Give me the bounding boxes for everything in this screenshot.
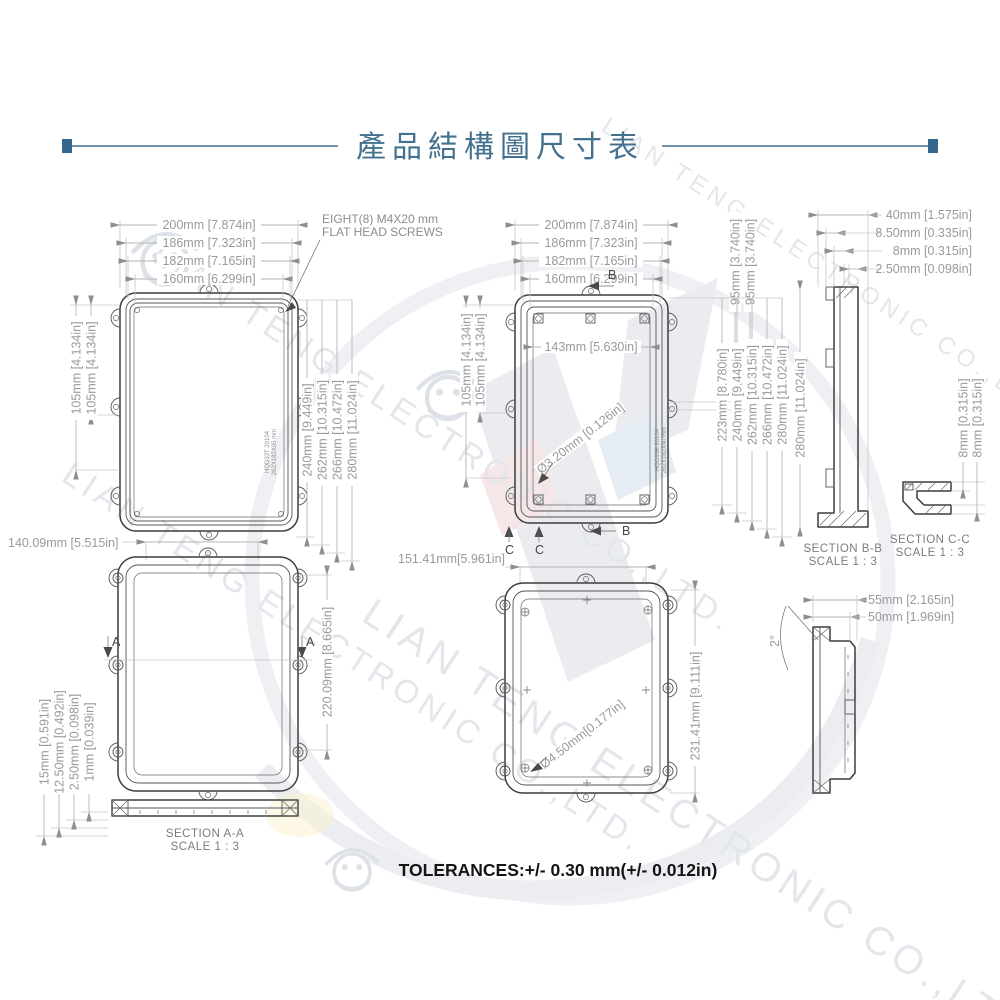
view-section-cc: 8mm [0.315in] 8mm [0.315in] SECTION C-C … xyxy=(890,374,985,559)
dim-label: 262mm [10.315in] xyxy=(746,345,760,445)
dim-label: 105mm [4.134in] xyxy=(460,313,474,406)
dim-label: 186mm [7.323in] xyxy=(162,236,255,250)
section-label: SECTION A-A xyxy=(166,828,244,840)
dim-label: 140.09mm [5.515in] xyxy=(8,536,119,550)
part-size: 262X182X40 mm xyxy=(662,427,668,473)
dim-label: 231.41mm [9.111in] xyxy=(689,652,703,761)
watermark-text: LIAN TENG ELECTRONIC CO.,LTD. xyxy=(355,591,1000,1000)
dim-label: 2.50mm [0.098in] xyxy=(68,694,82,791)
dim-label: 55mm [2.165in] xyxy=(868,593,954,607)
dim-label: 280mm [11.024in] xyxy=(776,345,790,444)
view-section-bb: 40mm [1.575in] 8.50mm [0.335in] 8mm [0.3… xyxy=(794,208,973,568)
leader-arrow xyxy=(285,302,296,312)
dim-label: 262mm [10.315in] xyxy=(316,380,330,480)
tolerance-note: TOLERANCES:+/- 0.30 mm(+/- 0.012in) xyxy=(399,860,718,880)
dim-label: 280mm [11.024in] xyxy=(346,380,360,479)
section-letter: B xyxy=(622,524,630,538)
dim-label: 105mm [4.134in] xyxy=(474,313,488,406)
dim-label: 240mm [9.449in] xyxy=(301,383,315,476)
dim-label: 200mm [7.874in] xyxy=(544,218,637,232)
view-open-box: 200mm [7.874in] 186mm [7.323in] 182mm [7… xyxy=(460,212,792,557)
part-number: HQD33B 20104 xyxy=(655,428,661,471)
section-letter: A xyxy=(306,635,315,649)
dim-label: 160mm [6.299in] xyxy=(162,272,255,286)
dim-label: 266mm [10.472in] xyxy=(331,380,345,480)
dim-label: 40mm [1.575in] xyxy=(886,208,972,222)
dim-label: 182mm [7.165in] xyxy=(544,254,637,268)
callout-text: EIGHT(8) M4X20 mm xyxy=(322,212,438,226)
dim-label: 1mm [0.039in] xyxy=(83,702,97,781)
section-letter: C xyxy=(505,543,514,557)
watermark-logo-stamp xyxy=(323,847,381,892)
paper-glare xyxy=(266,793,334,837)
dim-label: 8.50mm [0.335in] xyxy=(875,226,972,240)
view-front-lid: 200mm [7.874in] 186mm [7.323in] 182mm [7… xyxy=(70,212,443,571)
dim-label: 151.41mm[5.961in] xyxy=(398,552,505,566)
dim-label: 50mm [1.969in] xyxy=(868,610,954,624)
part-size: 262X182X95 mm xyxy=(272,429,278,475)
section-letter: A xyxy=(112,635,121,649)
dim-label: 95mm [3.740in] xyxy=(744,219,758,305)
title-bar: 產品結構圖尺寸表 xyxy=(62,131,938,164)
dim-label: 280mm [11.024in] xyxy=(794,358,808,457)
dim-label: 8mm [0.315in] xyxy=(971,378,985,457)
section-label: SECTION C-C xyxy=(890,534,970,546)
dim-label: 200mm [7.874in] xyxy=(162,218,255,232)
dim-label: 266mm [10.472in] xyxy=(761,345,775,445)
section-scale: SCALE 1 : 3 xyxy=(171,841,240,853)
dim-label: 223mm [8.780in] xyxy=(716,348,730,441)
dim-label: 240mm [9.449in] xyxy=(731,348,745,441)
dim-label: 95mm [3.740in] xyxy=(729,219,743,305)
section-scale: SCALE 1 : 3 xyxy=(896,547,965,559)
dim-label: 182mm [7.165in] xyxy=(162,254,255,268)
section-scale: SCALE 1 : 3 xyxy=(809,556,878,568)
dim-label: 186mm [7.323in] xyxy=(544,236,637,250)
dim-label: 143mm [5.630in] xyxy=(544,340,637,354)
dim-label: 8mm [0.315in] xyxy=(957,378,971,457)
dim-label: 160mm [6.299in] xyxy=(544,272,637,286)
dim-label: 12.50mm [0.492in] xyxy=(53,690,67,794)
view-side-profile: 55mm [2.165in] 50mm [1.969in] 2° xyxy=(768,593,954,794)
section-letter: C xyxy=(535,543,544,557)
dim-label: 2° xyxy=(768,635,782,647)
part-number: HQD33T 20104 xyxy=(265,430,271,473)
title-rule-endcap xyxy=(62,139,72,153)
dim-label: 2.50mm [0.098in] xyxy=(875,262,972,276)
dim-label: 105mm [4.134in] xyxy=(70,321,84,414)
dim-label: 8mm [0.315in] xyxy=(893,244,972,258)
section-letter: B xyxy=(608,268,616,282)
view-back-lid: 140.09mm [5.515in] A A 220.09mm [8.665in… xyxy=(8,536,335,853)
dim-label: 220.09mm [8.665in] xyxy=(321,607,335,718)
callout-text: FLAT HEAD SCREWS xyxy=(322,225,443,239)
dim-label: 15mm [0.591in] xyxy=(38,699,52,785)
dim-label: 105mm [4.134in] xyxy=(85,321,99,414)
title-rule-endcap xyxy=(928,139,938,153)
section-label: SECTION B-B xyxy=(804,543,883,555)
page-title: 產品結構圖尺寸表 xyxy=(356,131,644,164)
